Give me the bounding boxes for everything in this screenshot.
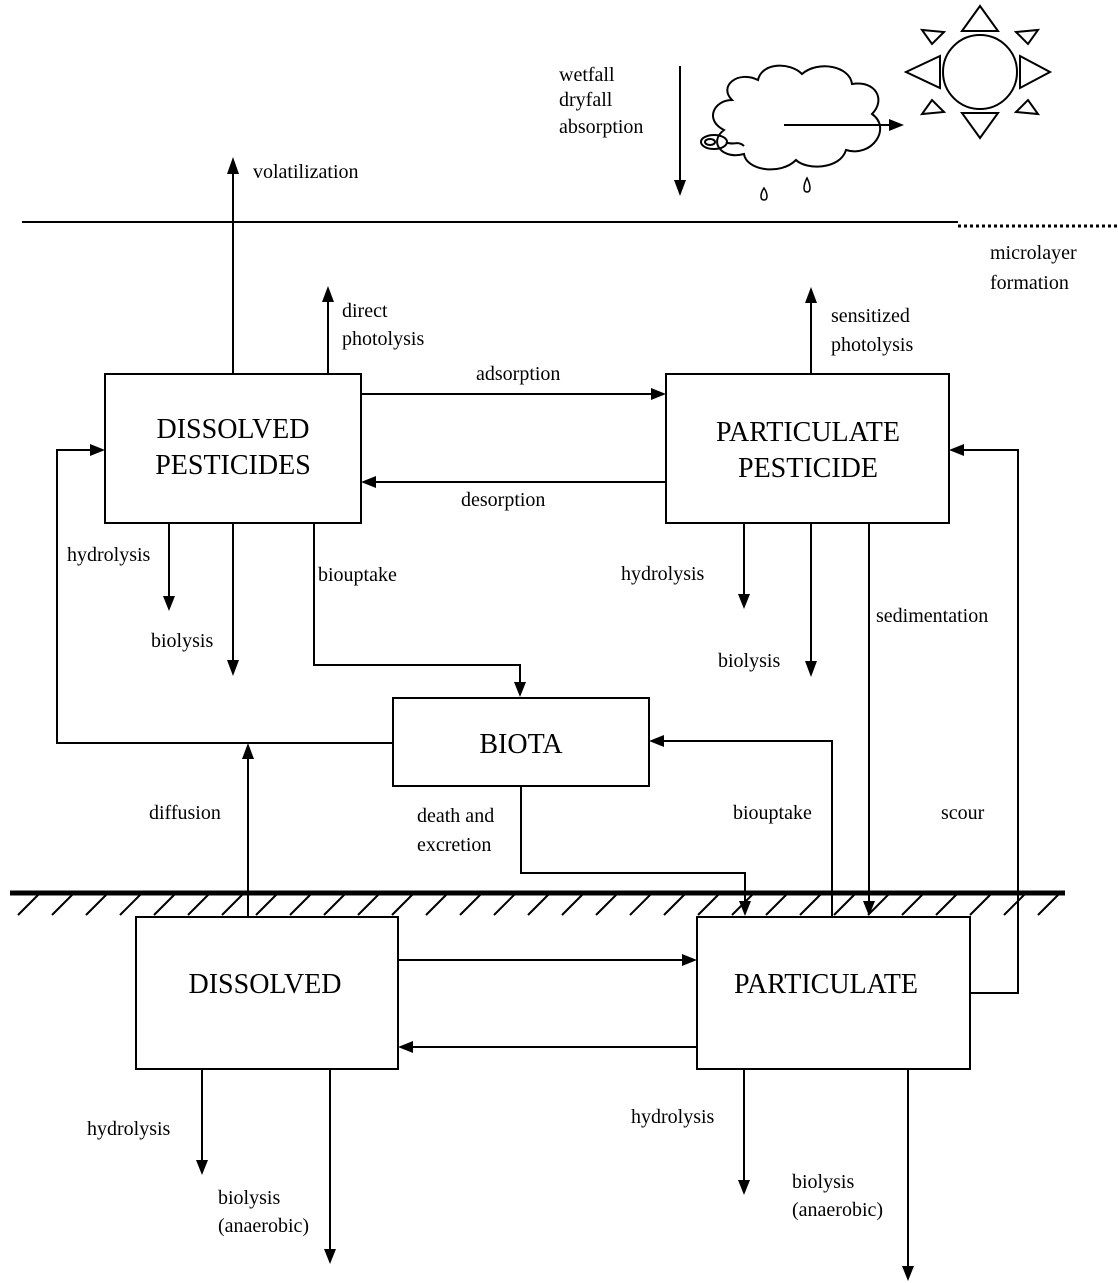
sediment-hatch-mark <box>425 892 449 916</box>
diffusion-label: diffusion <box>149 802 221 824</box>
sediment-hatch-mark <box>289 892 313 916</box>
sediment-hatch-mark <box>119 892 143 916</box>
sun-icon <box>903 4 1053 140</box>
adsorption-label: adsorption <box>476 363 560 385</box>
sediment-hatch-mark <box>765 892 789 916</box>
sediment-hatch-mark <box>833 892 857 916</box>
biota-label: BIOTA <box>479 729 563 760</box>
microlayer-label-line1: microlayer <box>990 242 1077 264</box>
sediment-hatch-mark <box>561 892 585 916</box>
sediment-hatch-mark <box>153 892 177 916</box>
sediment-hatch-mark <box>935 892 959 916</box>
wetfall-label: wetfall <box>559 64 615 86</box>
sediment-hatch-mark <box>357 892 381 916</box>
sediment-hatch-mark <box>629 892 653 916</box>
hydrolysis-sediment-dissolved-label: hydrolysis <box>87 1118 171 1140</box>
absorption-label: absorption <box>559 116 643 138</box>
sediment-hatch-mark <box>731 892 755 916</box>
biolysis-water-dissolved-label: biolysis <box>151 630 213 652</box>
direct-photolysis-label-line1: direct <box>342 300 388 322</box>
particulate-pesticide-label-line1: PARTICULATE <box>716 417 900 448</box>
dissolved-pesticides-label-line2: PESTICIDES <box>155 450 311 481</box>
direct-photolysis-label-line2: photolysis <box>342 328 424 350</box>
sediment-hatch-mark <box>901 892 925 916</box>
biota-box <box>392 697 650 787</box>
particulate-pesticide-label-line2: PESTICIDE <box>738 453 878 484</box>
sedimentation-label: sedimentation <box>876 605 988 627</box>
raindrop-icon <box>760 176 811 201</box>
dissolved-sediment-label: DISSOLVED <box>189 969 342 1000</box>
biolysis-sediment-dissolved-label-line2: (anaerobic) <box>218 1215 309 1237</box>
sediment-hatch-mark <box>527 892 551 916</box>
death-excretion-label-line1: death and <box>417 805 494 827</box>
sediment-hatch-mark <box>1003 892 1027 916</box>
cloud-icon <box>700 64 882 171</box>
hydrolysis-sediment-particulate-label: hydrolysis <box>631 1106 715 1128</box>
volatilization-label: volatilization <box>253 161 359 183</box>
sediment-hatch-mark <box>493 892 517 916</box>
sediment-hatch-mark <box>85 892 109 916</box>
biolysis-sediment-particulate-label-line2: (anaerobic) <box>792 1199 883 1221</box>
sediment-hatch-mark <box>221 892 245 916</box>
death-excretion-label-line2: excretion <box>417 834 491 856</box>
sediment-hatch-mark <box>255 892 279 916</box>
sediment-hatch-mark <box>51 892 75 916</box>
biolysis-sediment-particulate-label-line1: biolysis <box>792 1171 854 1193</box>
sediment-hatch-mark <box>663 892 687 916</box>
sensitized-photolysis-label-line2: photolysis <box>831 334 913 356</box>
dissolved-pesticides-label-line1: DISSOLVED <box>157 414 310 445</box>
sediment-hatch-mark <box>17 892 41 916</box>
hydrolysis-water-particulate-label: hydrolysis <box>621 563 705 585</box>
biouptake-sediment-label: biouptake <box>733 802 812 824</box>
biolysis-water-particulate-label: biolysis <box>718 650 780 672</box>
microlayer-label-line2: formation <box>990 272 1069 294</box>
dissolved-sediment-box <box>135 916 399 1070</box>
sediment-hatch-mark <box>799 892 823 916</box>
sediment-hatch-mark <box>187 892 211 916</box>
sediment-surface <box>10 890 1065 916</box>
sediment-hatch-mark <box>391 892 415 916</box>
sediment-hatch-mark <box>459 892 483 916</box>
sensitized-photolysis-label-line1: sensitized <box>831 305 910 327</box>
particulate-sediment-label: PARTICULATE <box>734 969 918 1000</box>
sediment-hatch-mark <box>697 892 721 916</box>
sediment-hatch-mark <box>1037 892 1061 916</box>
hydrolysis-water-dissolved-label: hydrolysis <box>67 544 151 566</box>
particulate-pesticide-box <box>665 373 950 524</box>
sediment-hatch-mark <box>595 892 619 916</box>
desorption-label: desorption <box>461 489 545 511</box>
dryfall-label: dryfall <box>559 89 613 111</box>
sediment-hatch-mark <box>969 892 993 916</box>
biolysis-sediment-dissolved-label-line1: biolysis <box>218 1187 280 1209</box>
biouptake-water-label: biouptake <box>318 564 397 586</box>
sediment-hatch-mark <box>867 892 891 916</box>
dissolved-pesticides-box <box>104 373 362 524</box>
sediment-hatch-mark <box>323 892 347 916</box>
scour-label: scour <box>941 802 985 824</box>
particulate-sediment-box <box>696 916 971 1070</box>
